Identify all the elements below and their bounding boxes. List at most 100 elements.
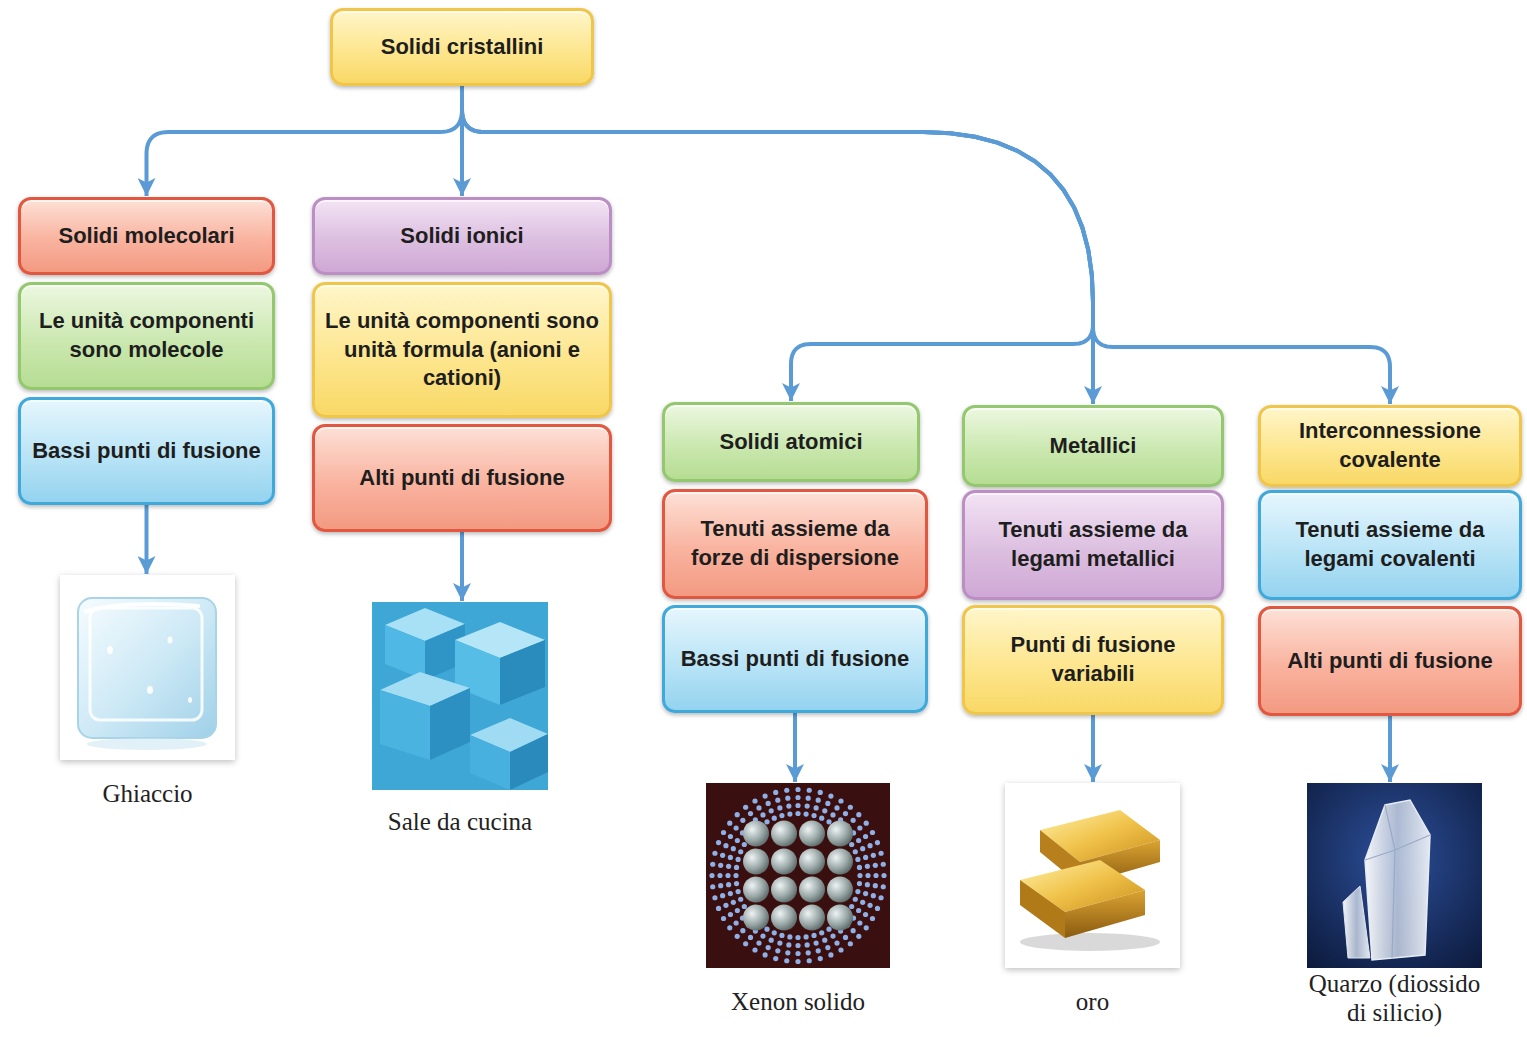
box-text: Le unità componenti sono unità formula (… bbox=[325, 307, 599, 393]
xenon-lattice-picture-part bbox=[764, 927, 769, 932]
box-text: Tenuti assieme da forze di dispersione bbox=[675, 515, 915, 572]
xenon-lattice-picture-part bbox=[756, 940, 761, 945]
xenon-lattice-picture-part bbox=[772, 930, 777, 935]
xenon-lattice-picture-part bbox=[721, 916, 726, 921]
picture-caption: Quarzo (diossido di silicio) bbox=[1297, 970, 1493, 1028]
xenon-lattice-picture-part bbox=[799, 849, 825, 875]
xenon-lattice-picture-part bbox=[718, 863, 723, 868]
xenon-lattice-picture-part bbox=[787, 934, 792, 939]
concept-box: Tenuti assieme da legami metallici bbox=[962, 490, 1224, 600]
xenon-lattice-picture-part bbox=[867, 843, 872, 848]
box-text: Solidi cristallini bbox=[381, 33, 544, 62]
salt-picture-part bbox=[380, 690, 430, 760]
xenon-lattice-picture-part bbox=[706, 783, 890, 968]
xenon-lattice-picture-part bbox=[799, 821, 825, 847]
gold-bars-picture-part bbox=[1020, 933, 1160, 951]
xenon-lattice-picture-part bbox=[878, 851, 883, 856]
xenon-lattice-picture-part bbox=[825, 945, 830, 950]
xenon-lattice-picture-part bbox=[734, 920, 739, 925]
gold-bars-picture-part bbox=[1020, 880, 1065, 938]
ice-picture-part bbox=[84, 604, 200, 612]
xenon-lattice-picture-part bbox=[752, 947, 757, 952]
xenon-lattice-picture-part bbox=[856, 908, 861, 913]
concept-box: Tenuti assieme da forze di dispersione bbox=[662, 489, 928, 599]
xenon-lattice-picture-part bbox=[826, 927, 831, 932]
xenon-lattice-picture-part bbox=[777, 941, 782, 946]
xenon-lattice-picture-part bbox=[855, 857, 860, 862]
quartz-picture bbox=[1307, 783, 1482, 968]
picture-caption: oro bbox=[973, 988, 1213, 1017]
xenon-lattice-picture-part bbox=[786, 942, 791, 947]
xenon-lattice-picture-part bbox=[710, 862, 715, 867]
xenon-lattice-picture-part bbox=[769, 808, 774, 813]
xenon-lattice-picture-part bbox=[828, 793, 833, 798]
xenon-lattice-picture-part bbox=[726, 882, 731, 887]
xenon-lattice-picture-part bbox=[712, 851, 717, 856]
salt-picture-part bbox=[470, 735, 510, 790]
xenon-lattice-picture-part bbox=[728, 855, 733, 860]
xenon-lattice-picture-part bbox=[873, 883, 878, 888]
xenon-lattice-picture-part bbox=[773, 956, 778, 961]
xenon-lattice-picture-part bbox=[878, 895, 883, 900]
picture-frame: Ghiaccio bbox=[60, 575, 235, 760]
xenon-lattice-picture-part bbox=[721, 830, 726, 835]
xenon-lattice-picture-part bbox=[795, 787, 800, 792]
xenon-lattice-picture-part bbox=[748, 935, 753, 940]
xenon-lattice-picture-part bbox=[795, 811, 800, 816]
xenon-lattice-picture-part bbox=[764, 819, 769, 824]
xenon-lattice-picture-part bbox=[871, 893, 876, 898]
quartz-picture-part bbox=[1365, 805, 1430, 958]
xenon-lattice-picture-part bbox=[771, 849, 797, 875]
xenon-lattice-picture-part bbox=[742, 904, 747, 909]
picture-caption: Sale da cucina bbox=[340, 808, 580, 837]
quartz-picture-part bbox=[1307, 783, 1482, 968]
xenon-lattice-picture-part bbox=[752, 798, 757, 803]
xenon-lattice-picture-part bbox=[816, 948, 821, 953]
xenon-lattice-picture-part bbox=[830, 934, 835, 939]
xenon-lattice-picture-part bbox=[857, 881, 862, 886]
picture-frame: Xenon solido bbox=[706, 783, 890, 968]
gold-bars-picture-part bbox=[1005, 783, 1180, 968]
xenon-lattice-picture-part bbox=[717, 873, 722, 878]
xenon-lattice-picture-part bbox=[865, 873, 870, 878]
xenon-lattice-picture-part bbox=[848, 941, 853, 946]
ice-picture-part bbox=[168, 637, 173, 644]
xenon-lattice-picture-part bbox=[849, 842, 854, 847]
xenon-lattice-picture-part bbox=[712, 895, 717, 900]
xenon-lattice-picture-part bbox=[733, 873, 738, 878]
xenon-lattice-picture-part bbox=[735, 908, 740, 913]
concept-box: Alti punti di fusione bbox=[312, 424, 612, 532]
xenon-lattice-picture-part bbox=[743, 941, 748, 946]
box-text: Punti di fusione variabili bbox=[975, 631, 1211, 688]
xenon-lattice-picture-part bbox=[881, 884, 886, 889]
xenon-lattice-picture-part bbox=[775, 798, 780, 803]
xenon-lattice-picture-part bbox=[818, 790, 823, 795]
xenon-lattice-picture-part bbox=[771, 821, 797, 847]
xenon-lattice-picture-part bbox=[873, 873, 878, 878]
xenon-lattice-picture-part bbox=[827, 849, 853, 875]
xenon-lattice-picture-part bbox=[772, 816, 777, 821]
xenon-lattice-picture-part bbox=[863, 912, 868, 917]
xenon-lattice-picture-part bbox=[864, 821, 869, 826]
gold-bars-picture-part bbox=[1065, 890, 1145, 938]
ice-picture-part bbox=[107, 646, 113, 654]
xenon-lattice-picture-part bbox=[805, 942, 810, 947]
xenon-lattice-picture-part bbox=[803, 934, 808, 939]
xenon-lattice-picture-part bbox=[814, 941, 819, 946]
xenon-lattice-picture-part bbox=[830, 812, 835, 817]
xenon-lattice-picture-part bbox=[857, 920, 862, 925]
concept-box: Bassi punti di fusione bbox=[18, 397, 275, 505]
concept-box: Tenuti assieme da legami covalenti bbox=[1258, 490, 1522, 600]
xenon-lattice-picture-part bbox=[856, 934, 861, 939]
xenon-lattice-picture-part bbox=[785, 796, 790, 801]
concept-box: Solidi cristallini bbox=[330, 8, 594, 86]
xenon-lattice-picture-part bbox=[838, 798, 843, 803]
picture-caption: Xenon solido bbox=[678, 988, 918, 1017]
box-text: Bassi punti di fusione bbox=[681, 645, 910, 674]
box-text: Tenuti assieme da legami metallici bbox=[975, 516, 1211, 573]
xenon-lattice-picture-part bbox=[779, 933, 784, 938]
xenon-lattice-picture-part bbox=[805, 803, 810, 808]
xenon-lattice-picture-part bbox=[784, 788, 789, 793]
xenon-lattice-picture-part bbox=[771, 877, 797, 903]
xenon-lattice-picture-part bbox=[727, 925, 732, 930]
